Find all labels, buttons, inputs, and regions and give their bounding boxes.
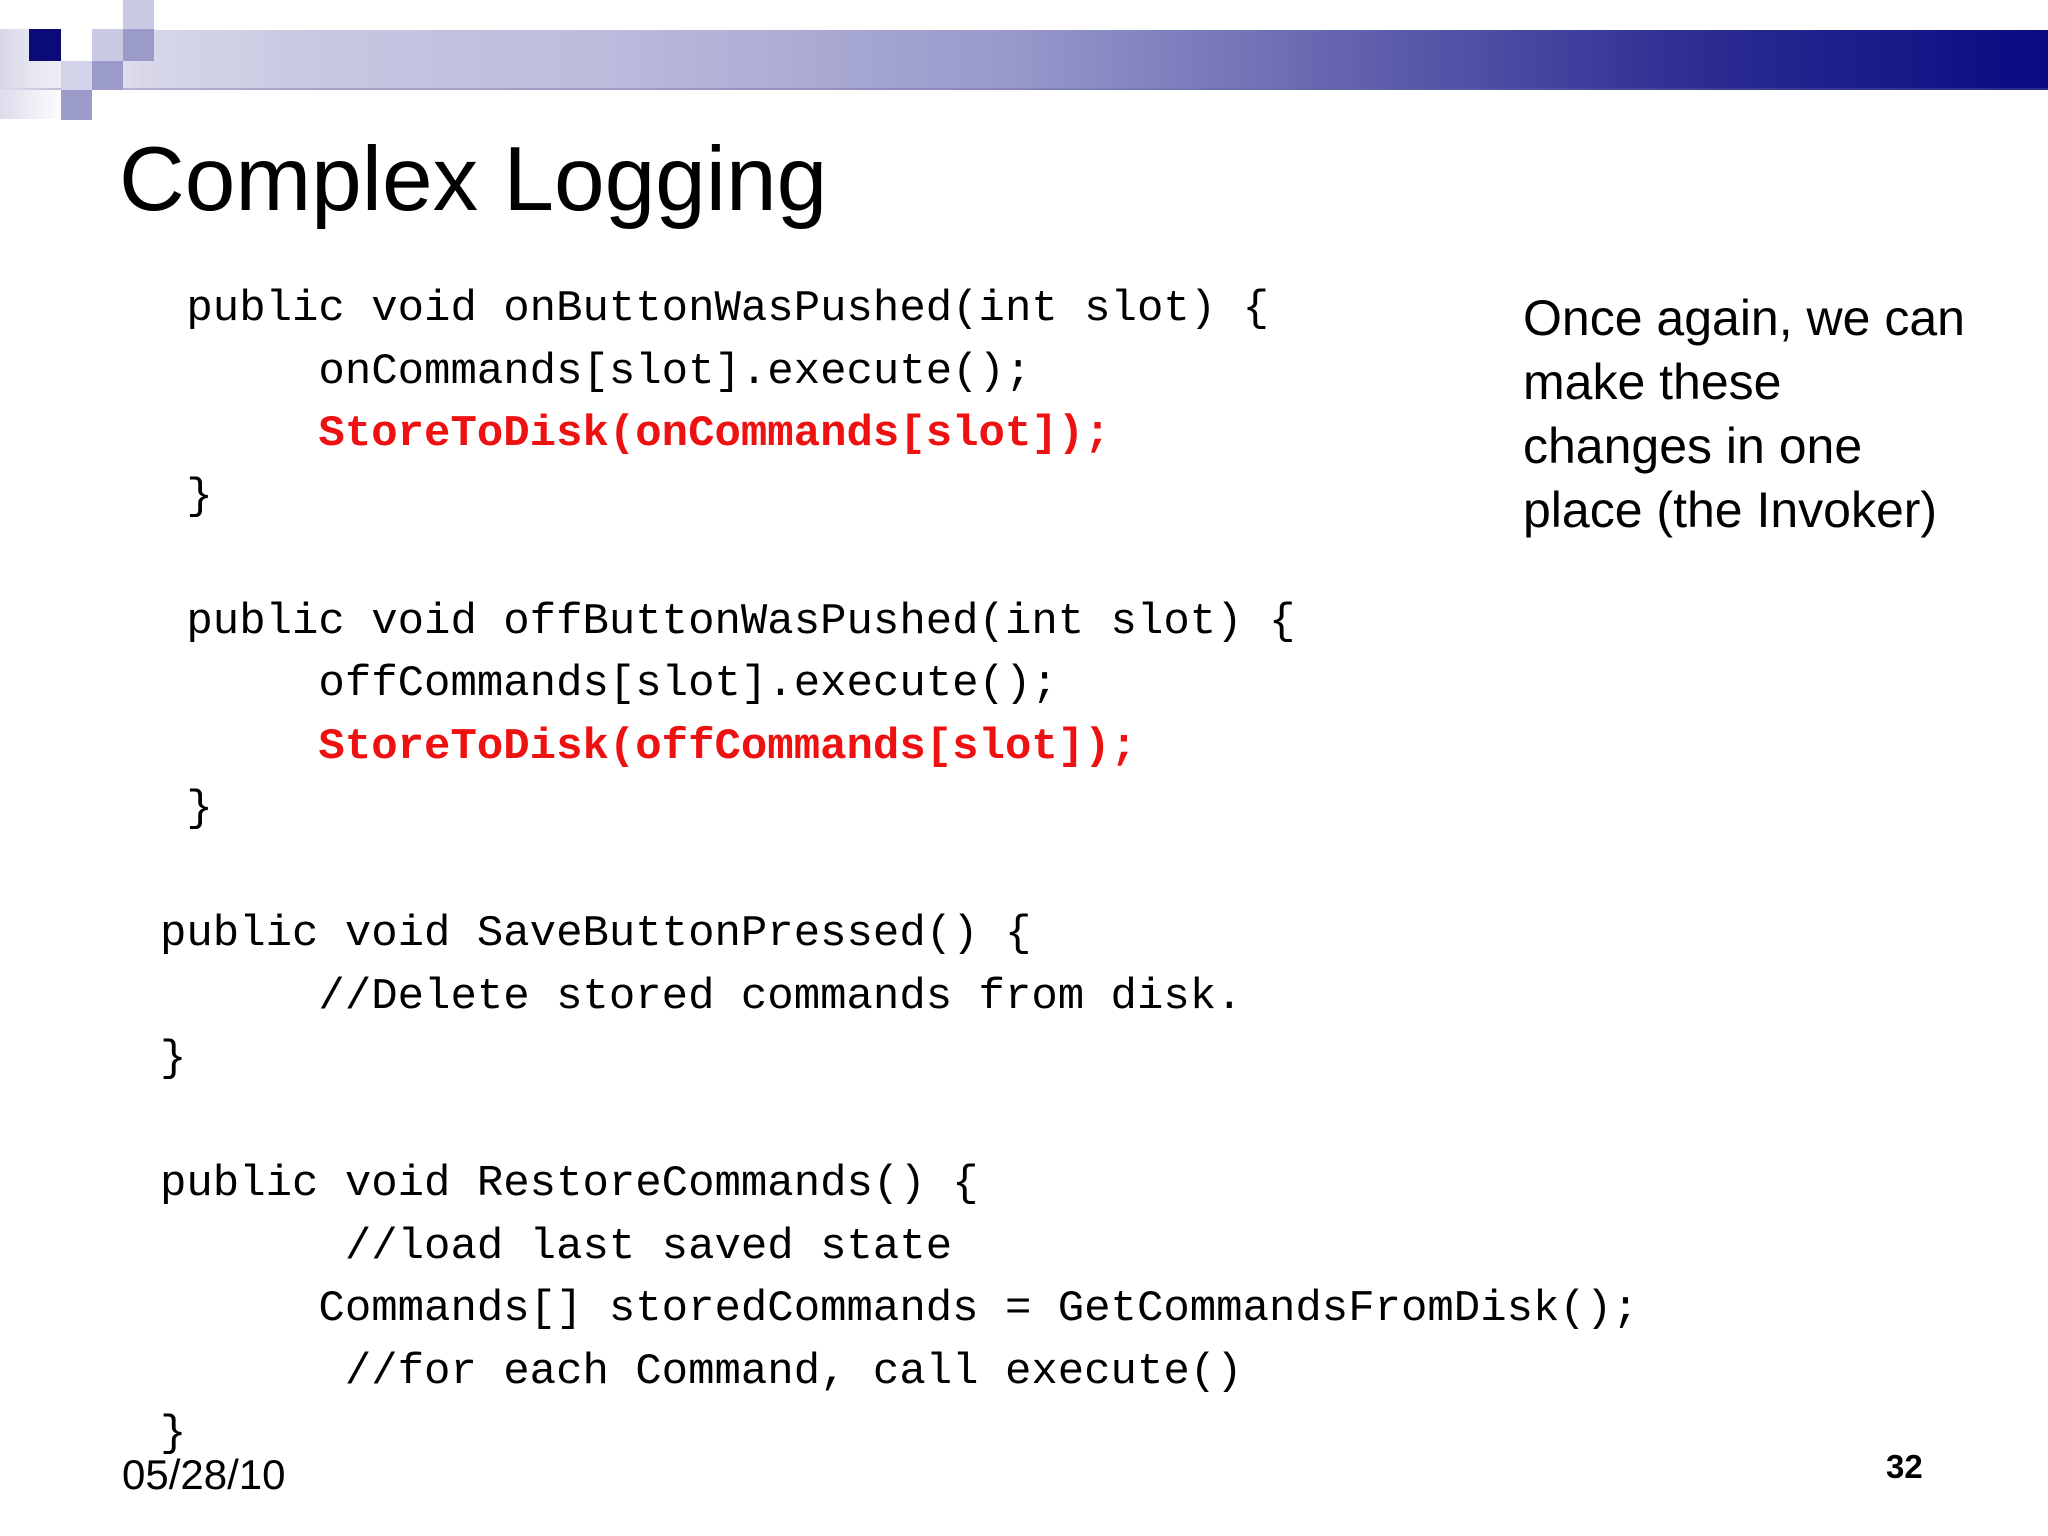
code-line: //load last saved state xyxy=(160,1221,953,1272)
code-line: public void SaveButtonPressed() { xyxy=(160,909,1032,959)
deco-square-pale-top xyxy=(123,0,154,29)
deco-square-pale xyxy=(92,29,123,61)
code-line: offCommands[slot].execute(); xyxy=(160,659,1058,709)
deco-square-navy xyxy=(29,29,61,61)
note-line: Once again, we can xyxy=(1523,290,1965,346)
code-line: //Delete stored commands from disk. xyxy=(160,971,1243,1022)
code-line: } xyxy=(160,1034,187,1084)
code-line-highlighted: StoreToDisk(onCommands[slot]); xyxy=(160,409,1111,459)
footer-date: 05/28/10 xyxy=(122,1451,286,1498)
code-line: } xyxy=(160,784,213,834)
code-line xyxy=(160,528,1639,591)
deco-square-white xyxy=(61,29,92,61)
code-line-highlighted: StoreToDisk(offCommands[slot]); xyxy=(160,721,1137,772)
side-note: Once again, we can make these changes in o… xyxy=(1523,286,2043,542)
deco-square-lavender xyxy=(123,29,154,61)
code-block: public void onButtonWasPushed(int slot) … xyxy=(160,278,1639,1466)
deco-left-wash-lower xyxy=(0,89,66,119)
deco-square-pale-2 xyxy=(61,61,92,90)
code-line: public void onButtonWasPushed(int slot) … xyxy=(160,284,1269,334)
code-line: public void offButtonWasPushed(int slot)… xyxy=(160,596,1296,647)
deco-square-lavender-2 xyxy=(92,61,123,90)
code-line: Commands[] storedCommands = GetCommandsF… xyxy=(160,1284,1639,1334)
slide-title: Complex Logging xyxy=(119,129,828,230)
page-number: 32 xyxy=(1886,1448,1923,1485)
header-gradient-bar xyxy=(0,30,2048,90)
code-line xyxy=(160,1091,1639,1154)
code-line: public void RestoreCommands() { xyxy=(160,1159,979,1209)
deco-square-lavender-3 xyxy=(61,90,92,120)
code-line: } xyxy=(160,471,213,522)
note-line: changes in one xyxy=(1523,418,1863,474)
code-line: //for each Command, call execute() xyxy=(160,1346,1243,1397)
code-line: onCommands[slot].execute(); xyxy=(160,346,1032,397)
code-line: } xyxy=(160,1409,187,1459)
code-line xyxy=(160,841,1639,904)
note-line: make these xyxy=(1523,354,1782,410)
note-line: place (the Invoker) xyxy=(1523,482,1938,538)
